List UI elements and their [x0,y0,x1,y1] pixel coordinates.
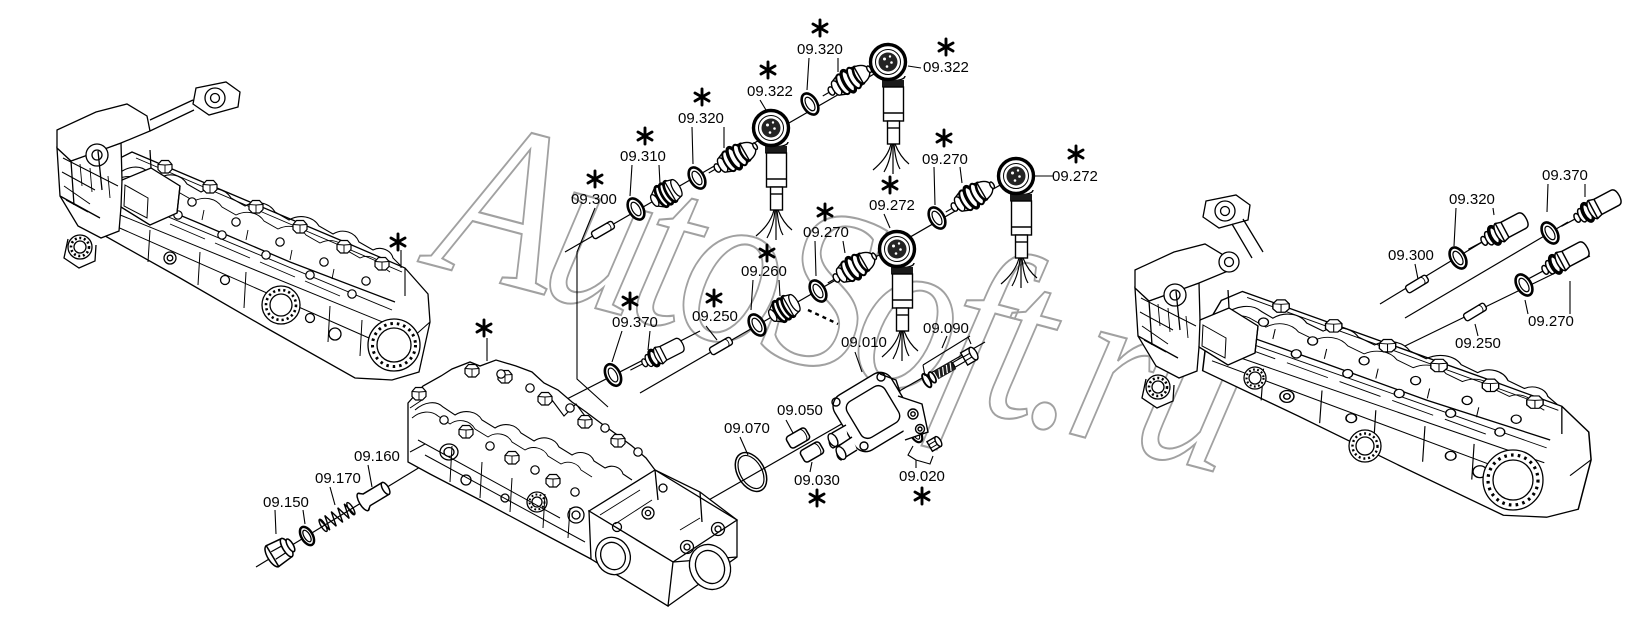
svg-text:09.270: 09.270 [922,151,968,168]
svg-text:09.050: 09.050 [777,402,823,419]
svg-text:09.160: 09.160 [354,448,400,465]
svg-text:09.170: 09.170 [315,470,361,487]
svg-text:09.320: 09.320 [678,110,724,127]
svg-text:09.090: 09.090 [923,320,969,337]
svg-text:09.310: 09.310 [620,148,666,165]
svg-text:09.250: 09.250 [692,308,738,325]
svg-text:09.150: 09.150 [263,494,309,511]
svg-text:09.322: 09.322 [747,83,793,100]
svg-text:09.250: 09.250 [1455,335,1501,352]
svg-text:09.272: 09.272 [869,197,915,214]
svg-text:09.370: 09.370 [612,314,658,331]
svg-text:09.370: 09.370 [1542,167,1588,184]
svg-text:09.010: 09.010 [841,334,887,351]
svg-text:09.270: 09.270 [803,224,849,241]
svg-text:09.300: 09.300 [571,191,617,208]
svg-text:09.320: 09.320 [797,41,843,58]
svg-text:09.270: 09.270 [1528,313,1574,330]
svg-text:09.322: 09.322 [923,59,969,76]
svg-text:09.272: 09.272 [1052,168,1098,185]
svg-text:09.320: 09.320 [1449,191,1495,208]
svg-text:09.300: 09.300 [1388,247,1434,264]
svg-text:09.020: 09.020 [899,468,945,485]
svg-text:09.070: 09.070 [724,420,770,437]
svg-text:09.030: 09.030 [794,472,840,489]
svg-text:09.260: 09.260 [741,263,787,280]
